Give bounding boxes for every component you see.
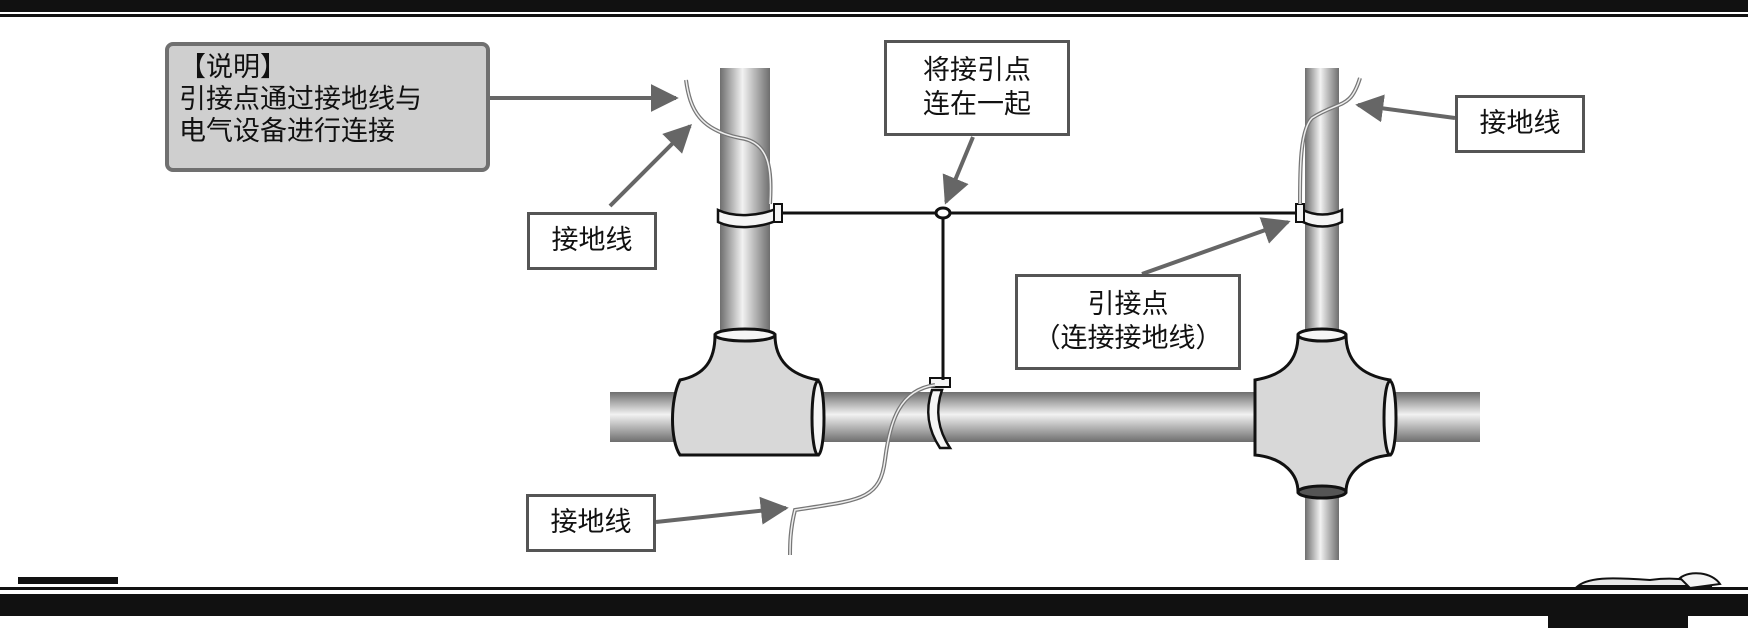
label-ground-wire-left: 接地线 xyxy=(527,212,657,270)
callout-arrows xyxy=(490,84,1456,525)
label-lead-point: 引接点 （连接接地线） xyxy=(1015,274,1241,370)
label-ground-wire-right: 接地线 xyxy=(1455,95,1585,153)
cross-fitting xyxy=(1253,327,1398,500)
note-line-2: 电气设备进行连接 xyxy=(179,116,395,147)
ground-wire-right xyxy=(1298,77,1362,205)
right-vertical-pipe-bottom xyxy=(1305,490,1339,560)
note-line-1: 引接点通过接地线与 xyxy=(179,84,422,115)
ground-wire-left xyxy=(684,79,773,205)
torn-paper-decoration xyxy=(1575,572,1722,590)
left-vertical-pipe xyxy=(720,68,770,340)
note-title: 【说明】 xyxy=(179,52,287,83)
label-connect-points: 将接引点 连在一起 xyxy=(884,40,1070,136)
tee-fitting xyxy=(671,327,826,457)
ground-wire-bottom xyxy=(788,383,936,556)
explanation-note: 【说明】 引接点通过接地线与 电气设备进行连接 xyxy=(165,42,490,172)
bonding-wires xyxy=(782,206,1296,380)
label-ground-wire-bottom: 接地线 xyxy=(526,494,656,552)
